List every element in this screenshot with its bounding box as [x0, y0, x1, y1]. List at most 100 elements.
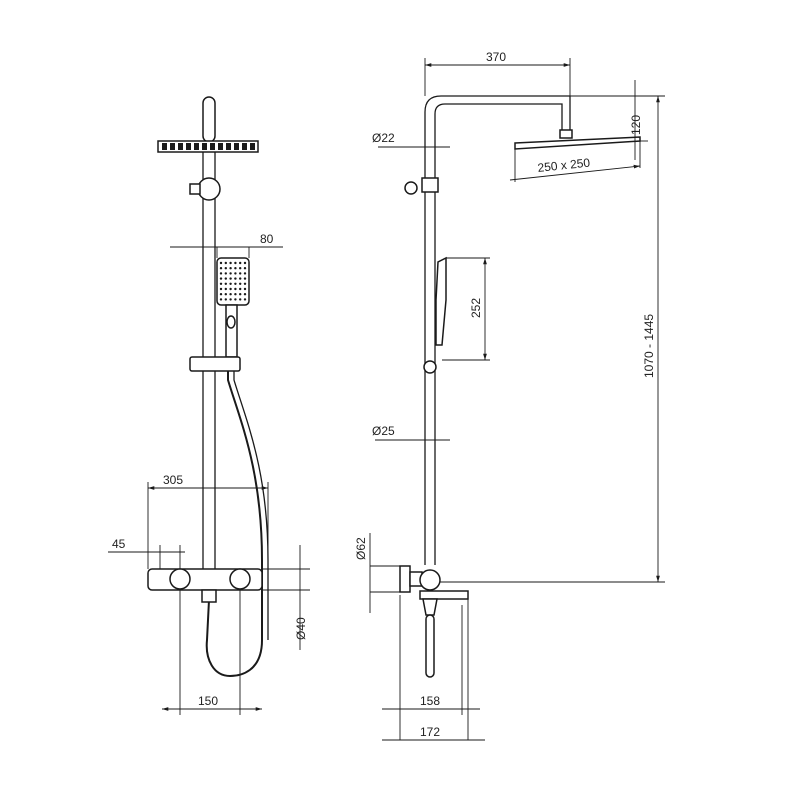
rib	[202, 143, 207, 150]
nozzle	[224, 298, 227, 301]
rib	[194, 143, 199, 150]
nozzle	[243, 282, 247, 285]
nozzle	[234, 287, 237, 291]
nozzle	[224, 293, 227, 296]
dim-label-120: 120	[629, 115, 643, 135]
nozzle	[234, 277, 237, 280]
valve-body	[419, 569, 441, 591]
nozzle	[224, 282, 227, 285]
rib	[250, 143, 255, 150]
nozzle	[239, 277, 242, 280]
hand-shower-nozzles	[219, 261, 247, 301]
nozzle	[229, 287, 232, 291]
nozzle	[219, 293, 223, 296]
top-cap	[202, 96, 216, 143]
dim-label-height-range: 1070 - 1445	[642, 314, 656, 378]
dim-label-45: 45	[112, 537, 126, 551]
hose-connector	[201, 589, 217, 603]
nozzle	[239, 261, 242, 265]
slide-bracket	[189, 356, 241, 372]
nozzle	[219, 261, 223, 265]
dim-label-80: 80	[260, 232, 274, 246]
diverter-knob-side	[404, 181, 418, 195]
diverter-lever	[189, 183, 201, 195]
shower-arm-outer	[424, 95, 571, 565]
nozzle	[224, 277, 227, 280]
rib	[210, 143, 215, 150]
nozzle	[239, 287, 242, 291]
nozzle	[243, 287, 247, 291]
dim-label-d62: Ø62	[354, 537, 368, 560]
rain-shower-head	[157, 140, 259, 153]
nozzle	[219, 272, 223, 275]
nozzle	[229, 293, 232, 296]
nozzle	[239, 267, 242, 270]
side-view: 370 120 Ø22 250 x 250 252 Ø25 1070 - 144…	[354, 50, 665, 741]
nozzle	[229, 272, 232, 275]
nozzle	[219, 282, 223, 285]
nozzle	[243, 298, 247, 301]
nozzle	[224, 272, 227, 275]
flow-knob	[229, 568, 251, 590]
spout-outlet	[422, 598, 438, 616]
nozzle	[239, 293, 242, 296]
nozzle	[243, 261, 247, 265]
nozzle	[234, 261, 237, 265]
temperature-knob	[169, 568, 191, 590]
rib	[178, 143, 183, 150]
down-pipe	[425, 614, 435, 678]
nozzle	[234, 293, 237, 296]
dim-label-250x250: 250 x 250	[537, 156, 591, 175]
nozzle	[219, 277, 223, 280]
rain-shower-head-side	[514, 136, 641, 150]
nozzle	[229, 277, 232, 280]
nozzle	[239, 272, 242, 275]
dim-label-d40: Ø40	[294, 617, 308, 640]
diverter-body	[421, 177, 439, 193]
diverter-knob	[197, 177, 221, 201]
dim-label-d22: Ø22	[372, 131, 395, 145]
shower-head-ribs	[162, 143, 255, 150]
dim-label-172: 172	[420, 725, 440, 739]
nozzle	[229, 261, 232, 265]
nozzle	[219, 298, 223, 301]
hand-shower-button	[226, 315, 236, 329]
nozzle	[219, 287, 223, 291]
dim-label-305: 305	[163, 473, 183, 487]
rib	[218, 143, 223, 150]
wall-flange	[399, 565, 411, 593]
nozzle	[243, 272, 247, 275]
rib	[234, 143, 239, 150]
dim-label-150: 150	[198, 694, 218, 708]
nozzle	[243, 293, 247, 296]
nozzle	[239, 282, 242, 285]
hose	[205, 371, 263, 678]
nozzle	[234, 267, 237, 270]
nozzle	[243, 277, 247, 280]
nozzle	[243, 267, 247, 270]
front-view: 80 305 45 Ø40 150	[108, 96, 310, 715]
hand-shower-side	[435, 256, 447, 346]
rib	[162, 143, 167, 150]
dim-label-252: 252	[469, 298, 483, 318]
nozzle	[219, 267, 223, 270]
shower-arm-inner	[434, 103, 563, 565]
nozzle	[234, 298, 237, 301]
nozzle	[234, 272, 237, 275]
nozzle	[224, 287, 227, 291]
nozzle	[229, 267, 232, 270]
nozzle	[229, 298, 232, 301]
dim-label-370: 370	[486, 50, 506, 64]
nozzle	[239, 298, 242, 301]
bracket-side	[423, 360, 437, 374]
nozzle	[234, 282, 237, 285]
nozzle	[229, 282, 232, 285]
rib	[226, 143, 231, 150]
head-connector	[559, 129, 573, 139]
rib	[242, 143, 247, 150]
hand-shower-head	[216, 257, 250, 306]
hand-shower-handle	[225, 304, 238, 358]
nozzle	[224, 267, 227, 270]
